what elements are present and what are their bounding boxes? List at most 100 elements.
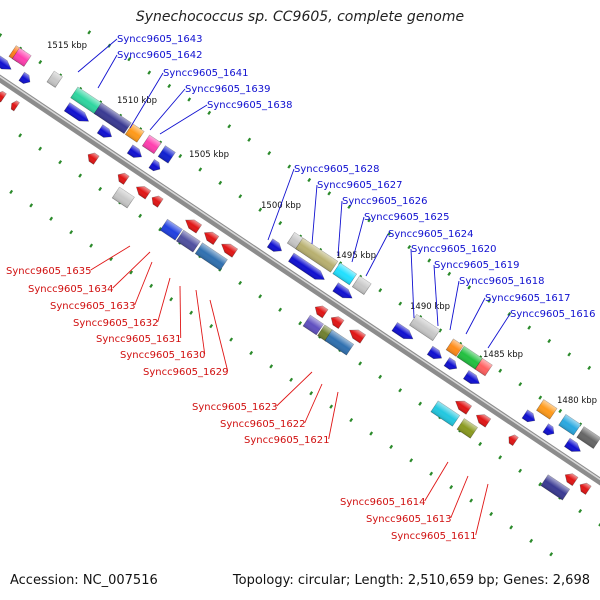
feature-box-shade (303, 315, 324, 335)
feature-box[interactable] (157, 145, 176, 164)
feature-box[interactable] (558, 414, 582, 436)
feature-box[interactable] (576, 426, 600, 449)
reverse-gene-label[interactable]: Syncc9605_1623 (192, 402, 278, 413)
forward-gene-arrow[interactable] (391, 322, 416, 344)
forward-gene-arrow[interactable] (332, 282, 355, 302)
track-dot (178, 153, 183, 159)
reverse-gene-label[interactable]: Syncc9605_1629 (143, 367, 229, 378)
feature-box[interactable] (194, 242, 228, 271)
track-dot (18, 133, 23, 138)
reverse-gene-arrow[interactable] (134, 183, 152, 200)
feature-box[interactable] (295, 237, 339, 273)
feature-box[interactable] (332, 262, 358, 286)
forward-gene-label[interactable]: Syncc9605_1642 (117, 50, 203, 61)
reverse-gene-label[interactable]: Syncc9605_1614 (340, 497, 426, 508)
reverse-gene-label[interactable]: Syncc9605_1633 (50, 301, 136, 312)
reverse-gene-arrow[interactable] (506, 433, 519, 447)
forward-gene-arrow[interactable] (96, 124, 114, 141)
feature-box[interactable] (536, 399, 558, 420)
reverse-gene-arrow[interactable] (149, 193, 164, 208)
forward-gene-arrow[interactable] (63, 102, 91, 126)
forward-gene-arrow[interactable] (126, 144, 144, 161)
forward-gene-arrow[interactable] (18, 71, 33, 86)
forward-gene-label[interactable]: Syncc9605_1627 (317, 180, 403, 191)
forward-gene-arrow[interactable] (521, 409, 538, 425)
reverse-gene-arrow[interactable] (474, 411, 492, 428)
reverse-gene-label[interactable]: Syncc9605_1622 (220, 419, 306, 430)
feature-box[interactable] (46, 70, 63, 88)
reverse-gene-arrow[interactable] (577, 481, 592, 495)
forward-gene-label[interactable]: Syncc9605_1616 (510, 309, 596, 320)
reverse-gene-arrow[interactable] (115, 171, 130, 185)
forward-gene-arrow[interactable] (426, 345, 444, 362)
reverse-gene-arrow[interactable] (85, 150, 100, 165)
forward-gene-arrow[interactable] (0, 53, 14, 73)
forward-gene-label[interactable]: Syncc9605_1639 (185, 84, 271, 95)
reverse-gene-label[interactable]: Syncc9605_1635 (6, 266, 92, 277)
forward-gene-arrow[interactable] (148, 159, 163, 173)
track-dot (418, 401, 423, 406)
forward-gene-label[interactable]: Syncc9605_1641 (163, 68, 249, 79)
reverse-gene-arrow[interactable] (0, 89, 7, 103)
reverse-gene-arrow[interactable] (562, 471, 579, 487)
reverse-gene-arrow[interactable] (219, 240, 239, 258)
feature-box[interactable] (111, 186, 135, 209)
feature-box[interactable] (11, 47, 32, 67)
feature-box[interactable] (540, 474, 571, 501)
feature-box[interactable] (93, 102, 132, 135)
forward-gene-arrow[interactable] (563, 437, 583, 455)
forward-gene-arrow[interactable] (443, 357, 460, 372)
reverse-gene-label[interactable]: Syncc9605_1630 (120, 350, 206, 361)
forward-gene-arrow[interactable] (287, 252, 327, 284)
track-dot (247, 137, 252, 142)
forward-gene-label[interactable]: Syncc9605_1619 (434, 260, 520, 271)
reverse-gene-arrow-shade (0, 91, 7, 103)
track-dot (367, 218, 372, 223)
track-dot (389, 444, 394, 450)
reverse-gene-label[interactable]: Syncc9605_1613 (366, 514, 452, 525)
reverse-gene-label[interactable]: Syncc9605_1611 (391, 531, 477, 542)
feature-box[interactable] (445, 338, 464, 357)
forward-gene-label[interactable]: Syncc9605_1624 (388, 229, 474, 240)
reverse-gene-arrow[interactable] (453, 397, 473, 415)
reverse-gene-arrow[interactable] (328, 314, 345, 330)
reverse-gene-label[interactable]: Syncc9605_1631 (96, 334, 182, 345)
forward-gene-label[interactable]: Syncc9605_1626 (342, 196, 428, 207)
feature-box[interactable] (159, 218, 183, 241)
track-dot (329, 404, 334, 409)
reverse-gene-arrow[interactable] (9, 99, 20, 112)
feature-box[interactable] (456, 418, 478, 439)
feature-box[interactable] (324, 329, 355, 356)
forward-gene-label[interactable]: Syncc9605_1620 (411, 244, 497, 255)
forward-gene-label[interactable]: Syncc9605_1638 (207, 100, 293, 111)
forward-gene-arrow[interactable] (542, 423, 557, 438)
feature-box[interactable] (351, 275, 372, 295)
forward-gene-label[interactable]: Syncc9605_1617 (485, 293, 571, 304)
feature-box[interactable] (124, 123, 145, 143)
forward-gene-arrow[interactable] (462, 370, 482, 387)
feature-box[interactable] (141, 134, 162, 155)
reverse-gene-arrow[interactable] (202, 229, 220, 246)
reverse-gene-arrow[interactable] (347, 326, 367, 344)
feature-box[interactable] (474, 357, 493, 377)
forward-gene-label[interactable]: Syncc9605_1618 (459, 276, 545, 287)
forward-gene-label[interactable]: Syncc9605_1625 (364, 212, 450, 223)
forward-gene-arrow-shade (564, 438, 581, 452)
reverse-gene-label[interactable]: Syncc9605_1621 (244, 435, 330, 446)
feature-box[interactable] (302, 314, 324, 336)
feature-box[interactable] (70, 86, 104, 115)
forward-gene-label[interactable]: Syncc9605_1643 (117, 34, 203, 45)
reverse-gene-arrow-shade (221, 244, 238, 258)
reverse-gene-label[interactable]: Syncc9605_1632 (73, 318, 159, 329)
reverse-gene-arrow-shade (331, 316, 344, 329)
forward-gene-label[interactable]: Syncc9605_1628 (294, 164, 380, 175)
feature-box[interactable] (175, 229, 201, 253)
forward-gene-arrow[interactable] (266, 238, 284, 255)
feature-box[interactable] (409, 313, 441, 342)
reverse-gene-arrow[interactable] (183, 216, 203, 234)
reverse-gene-label[interactable]: Syncc9605_1634 (28, 284, 114, 295)
forward-leader-line (351, 216, 365, 263)
feature-box[interactable] (430, 400, 461, 427)
reverse-gene-arrow[interactable] (312, 303, 329, 319)
